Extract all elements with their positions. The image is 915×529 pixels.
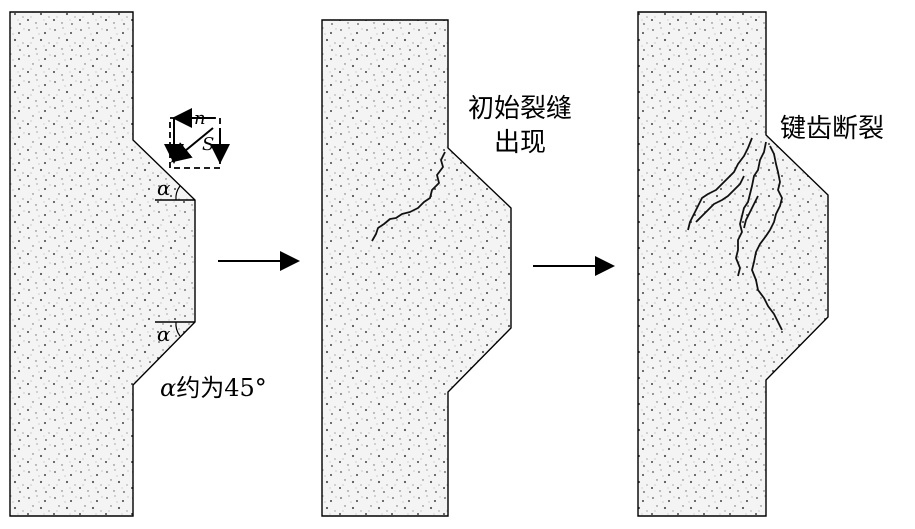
angle-note-symbol: α	[160, 374, 177, 402]
angle-arc-bottom	[175, 321, 181, 337]
angle-note-text: 约为45°	[176, 374, 267, 402]
angle-label-top: α	[157, 176, 171, 200]
key-tooth-fracture-caption: 键齿断裂	[780, 114, 885, 144]
concrete-key-panel-1	[9, 11, 196, 517]
angle-note: α约为45°	[160, 368, 267, 403]
initial-crack-caption: 初始裂缝 出现	[455, 92, 585, 160]
force-element-symbol	[164, 108, 230, 169]
angle-arc-top	[175, 185, 181, 201]
angle-label-bottom: α	[157, 322, 171, 346]
initial-crack-caption-line2: 出现	[493, 128, 546, 158]
fracture-cracks	[687, 137, 783, 331]
normal-force-symbol: n	[194, 108, 206, 129]
concrete-key-panel-2	[321, 19, 512, 517]
shear-force-symbol: S	[202, 134, 215, 155]
initial-crack-caption-line1: 初始裂缝	[467, 94, 572, 124]
initial-crack	[371, 151, 446, 242]
concrete-key-panel-3	[637, 11, 829, 517]
